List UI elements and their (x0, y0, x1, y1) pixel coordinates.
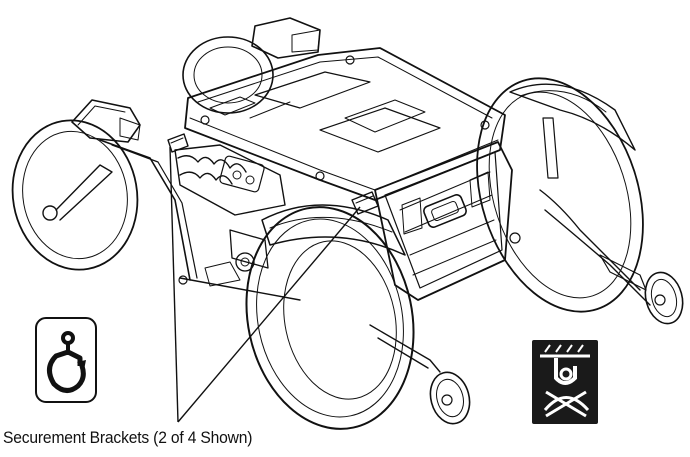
leader-lines (169, 146, 361, 423)
front-left-caster (11, 119, 139, 271)
figure-caption: Securement Brackets (2 of 4 Shown) (3, 428, 253, 447)
front-left-fender (71, 99, 198, 281)
rear-left-fender (251, 17, 321, 59)
front-right-caster (369, 324, 471, 425)
motor-spring-assembly (174, 144, 301, 301)
front-battery-housing (374, 141, 521, 301)
front-right-drive-wheel (245, 204, 415, 430)
chassis-top-plate (184, 47, 506, 201)
securement-bracket-front-right (351, 191, 379, 215)
securement-hook-icon (35, 317, 97, 403)
rear-right-caster (644, 271, 684, 325)
rear-left-drive-wheel (182, 36, 274, 114)
rear-right-drive-wheel (476, 77, 651, 313)
tie-down-restricted-icon (532, 340, 598, 424)
